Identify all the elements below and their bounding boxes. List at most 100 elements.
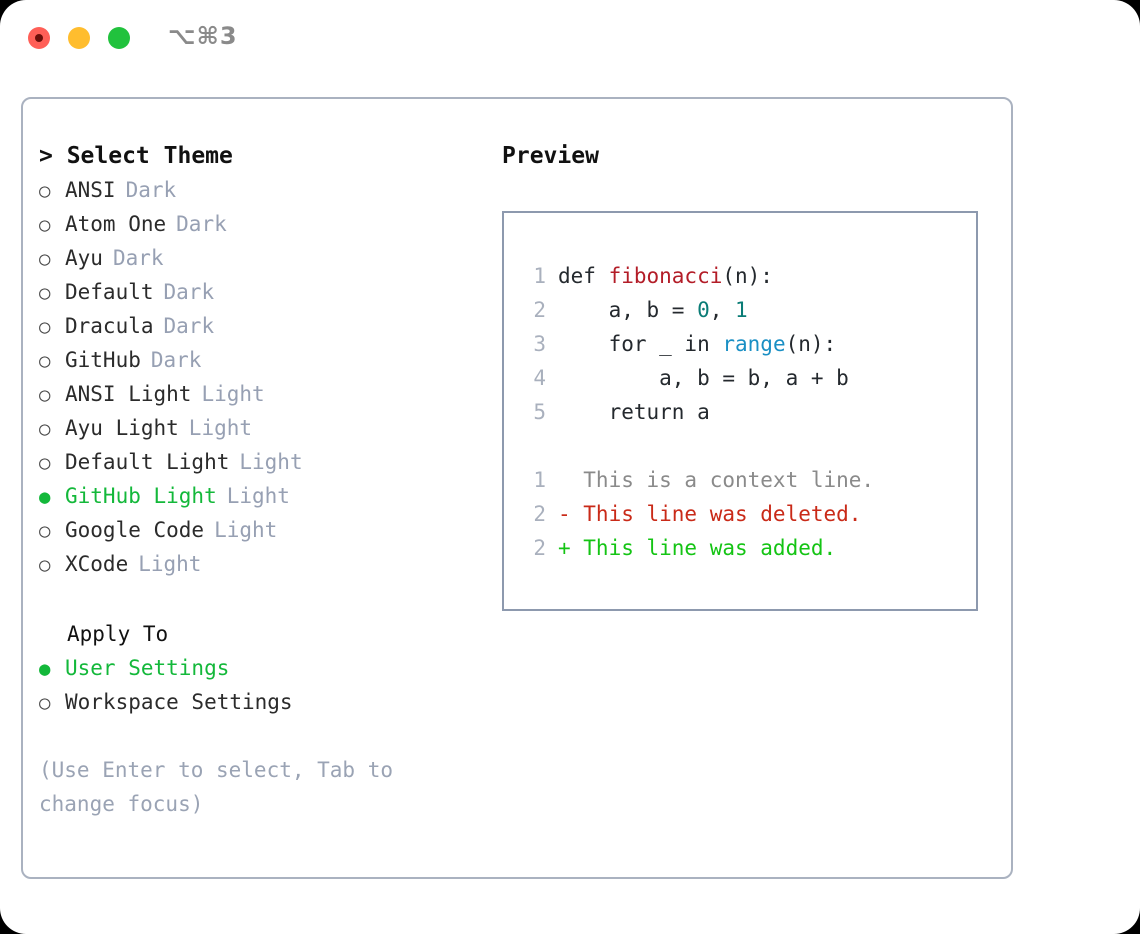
radio-selected-icon[interactable]: ●	[39, 658, 51, 680]
code-line: 4 a, b = b, a + b	[520, 361, 874, 395]
radio-unselected-icon[interactable]: ○	[39, 350, 51, 372]
code-token: (n):	[722, 264, 773, 288]
theme-list-item[interactable]: ○ Dracula Dark	[39, 309, 489, 343]
apply-to-label: User Settings	[65, 656, 230, 680]
code-line-number: 2	[533, 298, 546, 322]
code-line-content: for _ in range(n):	[558, 327, 837, 361]
code-token: return a	[558, 400, 710, 424]
theme-list-item[interactable]: ● GitHub Light Light	[39, 479, 489, 513]
diff-line-number: 1	[533, 468, 546, 492]
theme-variant-badge: Light	[239, 450, 303, 474]
radio-unselected-icon[interactable]: ○	[39, 316, 51, 338]
radio-selected-icon[interactable]: ●	[39, 486, 51, 508]
theme-name: Default	[65, 280, 154, 304]
theme-variant-badge: Dark	[112, 246, 164, 270]
traffic-light-controls	[28, 27, 130, 49]
theme-list-item[interactable]: ○ ANSI Dark	[39, 173, 489, 207]
theme-name: Ayu Light	[65, 416, 179, 440]
radio-unselected-icon[interactable]: ○	[39, 214, 51, 236]
diff-line: 2 + This line was added.	[520, 531, 874, 565]
theme-name: Ayu	[65, 246, 103, 270]
code-spacer	[520, 429, 874, 463]
apply-to-options: ● User Settings ○ Workspace Settings	[39, 651, 489, 719]
code-line: 1 def fibonacci(n):	[520, 259, 874, 293]
theme-variant-badge: Dark	[163, 314, 215, 338]
diff-line: 2 - This line was deleted.	[520, 497, 874, 531]
theme-name: Google Code	[65, 518, 205, 542]
code-line-content: def fibonacci(n):	[558, 259, 773, 293]
code-token: (n):	[785, 332, 837, 356]
zoom-button-icon[interactable]	[108, 27, 130, 49]
code-token: a, b =	[558, 298, 698, 322]
radio-unselected-icon[interactable]: ○	[39, 248, 51, 270]
apply-to-section: Apply To ● User Settings ○ Workspace Settin…	[39, 617, 489, 719]
select-theme-header: > Select Theme	[39, 143, 233, 169]
code-line-content: a, b = 0, 1	[558, 293, 748, 327]
radio-unselected-icon[interactable]: ○	[39, 384, 51, 406]
apply-to-option[interactable]: ● User Settings	[39, 651, 489, 685]
radio-unselected-icon[interactable]: ○	[39, 520, 51, 542]
code-line: 2 a, b = 0, 1	[520, 293, 874, 327]
code-token: for _ in	[558, 332, 723, 356]
theme-list-item[interactable]: ○ Google Code Light	[39, 513, 489, 547]
code-token: range	[722, 332, 786, 356]
theme-variant-badge: Dark	[150, 348, 202, 372]
theme-variant-badge: Light	[226, 484, 290, 508]
radio-unselected-icon[interactable]: ○	[39, 554, 51, 576]
theme-name: Default Light	[65, 450, 230, 474]
theme-list-item[interactable]: ○ Ayu Dark	[39, 241, 489, 275]
code-token: ,	[709, 298, 736, 322]
diff-line-content: - This line was deleted.	[558, 502, 862, 526]
radio-unselected-icon[interactable]: ○	[39, 180, 51, 202]
theme-list-item[interactable]: ○ Default Light Light	[39, 445, 489, 479]
radio-unselected-icon[interactable]: ○	[39, 418, 51, 440]
diff-line-number: 2	[533, 502, 546, 526]
theme-name: GitHub	[65, 348, 141, 372]
diff-line-number: 2	[533, 536, 546, 560]
keyboard-hint: (Use Enter to select, Tab to change focu…	[39, 758, 406, 816]
theme-name: ANSI	[65, 178, 116, 202]
apply-to-label: Workspace Settings	[65, 690, 293, 714]
code-token: def	[558, 264, 609, 288]
theme-list-item[interactable]: ○ GitHub Dark	[39, 343, 489, 377]
minimize-button-icon[interactable]	[68, 27, 90, 49]
theme-variant-badge: Light	[188, 416, 253, 440]
theme-variant-badge: Light	[138, 552, 202, 576]
window-title: ⌥⌘3	[168, 22, 238, 50]
theme-name: GitHub Light	[65, 484, 217, 508]
theme-variant-badge: Dark	[176, 212, 227, 236]
close-button-icon[interactable]	[28, 27, 50, 49]
code-line-number: 1	[533, 264, 546, 288]
code-token: 0	[697, 298, 710, 322]
diff-line: 1 This is a context line.	[520, 463, 874, 497]
theme-name: Dracula	[65, 314, 154, 338]
theme-variant-badge: Dark	[125, 178, 177, 202]
code-line-number: 4	[533, 366, 546, 390]
theme-variant-badge: Light	[201, 382, 265, 406]
radio-unselected-icon[interactable]: ○	[39, 692, 51, 714]
apply-to-option[interactable]: ○ Workspace Settings	[39, 685, 489, 719]
theme-list-item[interactable]: ○ Ayu Light Light	[39, 411, 489, 445]
radio-unselected-icon[interactable]: ○	[39, 282, 51, 304]
apply-to-title: Apply To	[67, 622, 169, 646]
code-line-content: return a	[558, 395, 710, 429]
code-line-number: 3	[533, 332, 546, 356]
code-token: a, b = b, a + b	[558, 366, 849, 390]
diff-line-content: + This line was added.	[558, 536, 837, 560]
code-token: 1	[735, 298, 748, 322]
code-line: 3 for _ in range(n):	[520, 327, 874, 361]
theme-variant-badge: Light	[214, 518, 278, 542]
radio-unselected-icon[interactable]: ○	[39, 452, 51, 474]
code-token: fibonacci	[608, 264, 723, 288]
code-line-number: 5	[533, 400, 546, 424]
